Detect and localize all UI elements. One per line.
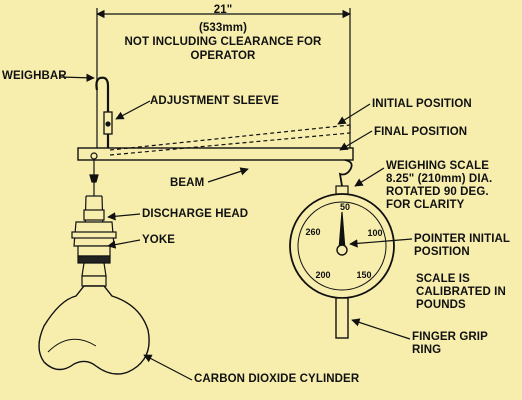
final-position-label: FINAL POSITION — [374, 126, 468, 138]
yoke-label: YOKE — [142, 234, 175, 246]
dial-mark-150: 150 — [356, 270, 371, 280]
pointer — [336, 211, 348, 256]
weighbar-label: WEIGHBAR — [2, 70, 67, 82]
dial-mark-260: 260 — [305, 227, 320, 237]
finger-grip-ring-label: FINGER GRIP RING — [412, 331, 488, 356]
dimension-metric: (533mm) — [199, 22, 247, 34]
discharge-head — [71, 209, 117, 287]
dimension-width: 21" — [213, 4, 233, 16]
beam — [77, 147, 354, 161]
carbon-dioxide-cylinder — [38, 285, 150, 375]
initial-position-label: INITIAL POSITION — [372, 98, 472, 110]
dimension-note-line2: OPERATOR — [190, 50, 256, 62]
leader-lines — [59, 73, 413, 381]
adjustment-sleeve — [103, 111, 113, 148]
discharge-head-label: DISCHARGE HEAD — [142, 208, 249, 220]
weighing-scale-label: WEIGHING SCALE 8.25" (210mm) DIA. ROTATE… — [386, 160, 493, 211]
scale-hook — [338, 159, 353, 187]
dial-mark-200: 200 — [315, 270, 330, 280]
yoke-chain — [89, 152, 99, 196]
weighbar-hook — [95, 76, 110, 148]
dimension-note-line1: NOT INCLUDING CLEARANCE FOR — [124, 36, 322, 48]
scale-calibration-label: SCALE IS CALIBRATED IN POUNDS — [416, 273, 506, 311]
dial-mark-100: 100 — [367, 228, 382, 238]
dial-mark-50: 50 — [340, 202, 350, 212]
adjustment-sleeve-label: ADJUSTMENT SLEEVE — [150, 95, 279, 107]
initial-position-line — [109, 124, 351, 156]
beam-label: BEAM — [170, 177, 205, 189]
carbon-dioxide-cylinder-label: CARBON DIOXIDE CYLINDER — [194, 373, 360, 385]
pointer-initial-position-label: POINTER INITIAL POSITION — [414, 233, 511, 258]
